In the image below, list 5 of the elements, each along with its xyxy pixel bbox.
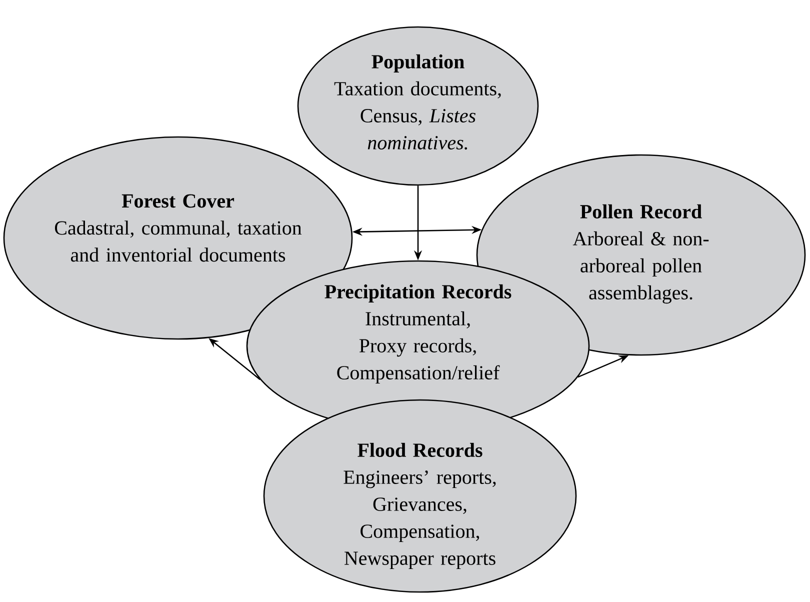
- ellipse-node: Population Taxation documents, Census, Listes nominatives.: [297, 26, 539, 186]
- ellipse-node: Flood Records Engineers’ reports, Grievances, Compensation, Newspaper reports: [263, 399, 577, 593]
- node-label: Engineers’ reports, Grievances, Compensation, Newspaper reports: [344, 470, 496, 570]
- node-label: Flood Records: [358, 442, 482, 457]
- node-label: Pollen Record: [580, 204, 702, 218]
